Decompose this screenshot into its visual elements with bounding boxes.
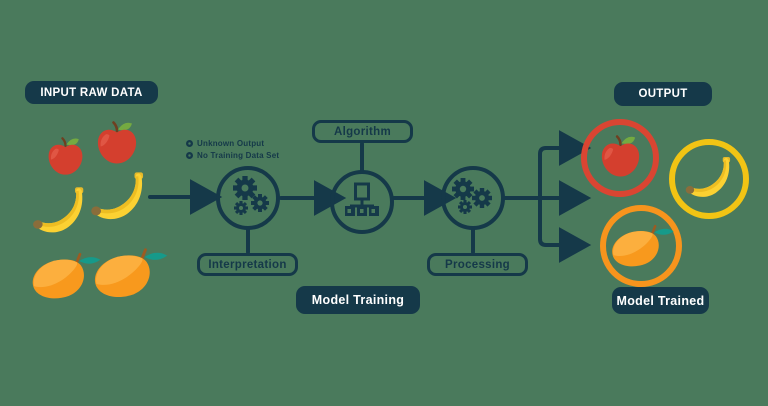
input-raw-data-label: INPUT RAW DATA xyxy=(25,81,158,104)
mango-icon xyxy=(610,224,675,268)
algorithm-label: Algorithm xyxy=(312,120,413,143)
output-fruits xyxy=(581,119,749,287)
apple-icon xyxy=(47,137,84,176)
processing-label: Processing xyxy=(427,253,528,276)
model-trained-label: Model Trained xyxy=(612,287,709,314)
banana-icon xyxy=(91,172,144,220)
gears-icon xyxy=(233,176,269,215)
gears-icon xyxy=(452,178,492,214)
algorithm-node xyxy=(330,170,394,234)
note-text: No Training Data Set xyxy=(197,151,280,160)
flow-arrows xyxy=(148,130,592,263)
processing-node xyxy=(441,166,505,230)
hierarchy-icon xyxy=(345,182,379,216)
gear-bullet-icon xyxy=(186,152,193,159)
gear-bullet-icon xyxy=(186,140,193,147)
note-unknown-output: Unknown Output xyxy=(186,139,264,148)
banana-icon xyxy=(33,187,84,233)
classified-mango xyxy=(600,205,682,287)
mango-ring xyxy=(600,205,682,287)
banana-icon xyxy=(685,156,731,197)
arrow-icon xyxy=(538,130,592,200)
banana-ring xyxy=(669,139,749,219)
output-label: OUTPUT xyxy=(614,82,712,106)
classified-banana xyxy=(669,139,749,219)
apple-ring xyxy=(581,119,659,197)
apple-icon xyxy=(96,121,138,165)
apple-icon xyxy=(600,135,641,178)
note-text: Unknown Output xyxy=(197,139,265,148)
interpretation-node xyxy=(216,166,280,230)
mango-icon xyxy=(93,248,169,299)
note-no-training-data: No Training Data Set xyxy=(186,151,279,160)
model-training-label: Model Training xyxy=(296,286,420,314)
interpretation-label: Interpretation xyxy=(197,253,298,276)
mango-icon xyxy=(31,252,102,300)
arrow-icon xyxy=(538,196,592,263)
classified-apple xyxy=(581,119,659,197)
input-fruits xyxy=(31,121,169,300)
